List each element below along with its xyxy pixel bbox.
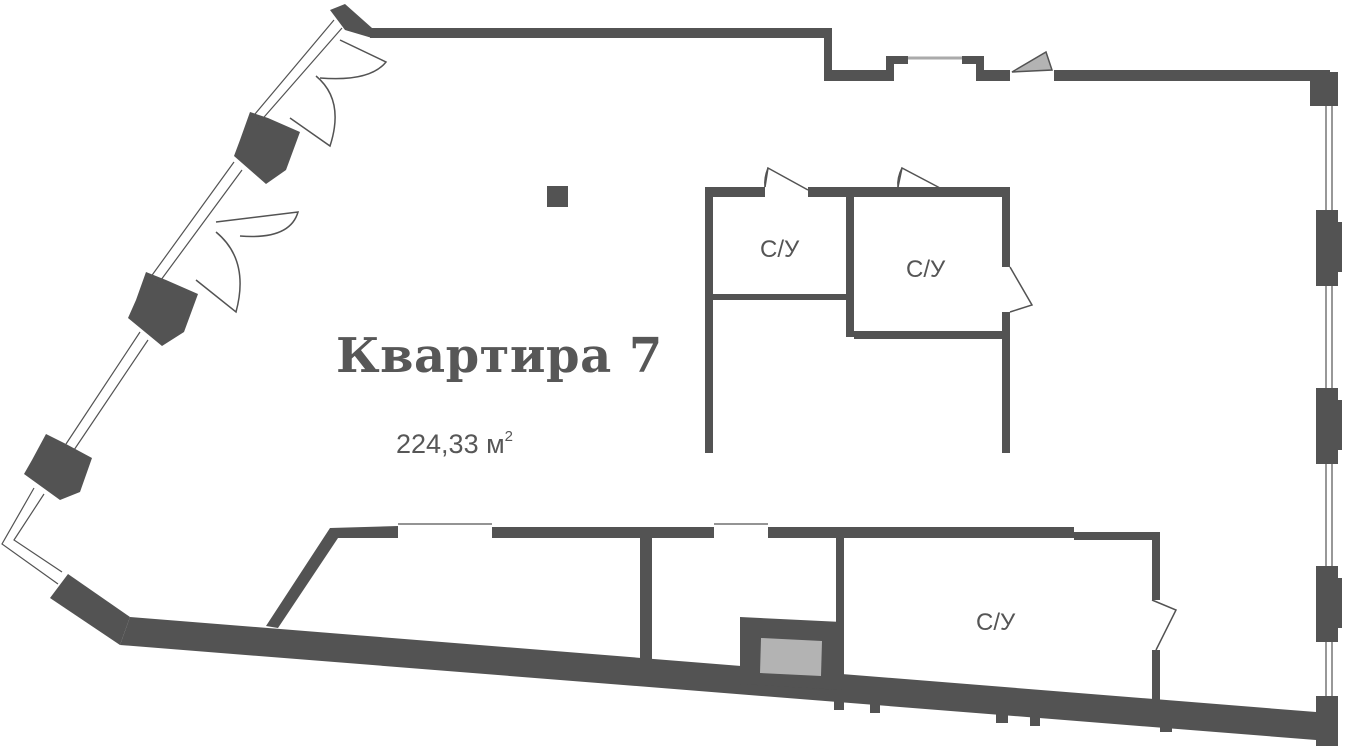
pillar-right-3 xyxy=(1316,566,1338,642)
pillar-left-1 xyxy=(234,112,300,184)
pillar-right-4 xyxy=(1316,696,1338,746)
wall-top-segment xyxy=(370,28,832,38)
pillar-left-3 xyxy=(24,434,92,500)
area-value: 224,33 м xyxy=(396,429,505,459)
column xyxy=(547,186,568,207)
wall-bottom-left xyxy=(50,574,130,645)
area-unit-superscript: 2 xyxy=(504,428,513,445)
room-label-bathroom-3: С/У xyxy=(976,609,1016,636)
room-label-bathroom-1: С/У xyxy=(760,236,800,263)
room-label-bathroom-2: С/У xyxy=(906,256,946,283)
entrance-door xyxy=(1011,50,1054,73)
apartment-area: 224,33 м2 xyxy=(396,428,513,460)
shaft-inner xyxy=(760,638,822,676)
wall-bottom xyxy=(120,617,1316,740)
pillar-right-2 xyxy=(1316,388,1338,464)
pillar-right-1 xyxy=(1316,210,1338,286)
pillar-left-2 xyxy=(128,272,198,346)
apartment-title: Квартира 7 xyxy=(336,328,663,384)
